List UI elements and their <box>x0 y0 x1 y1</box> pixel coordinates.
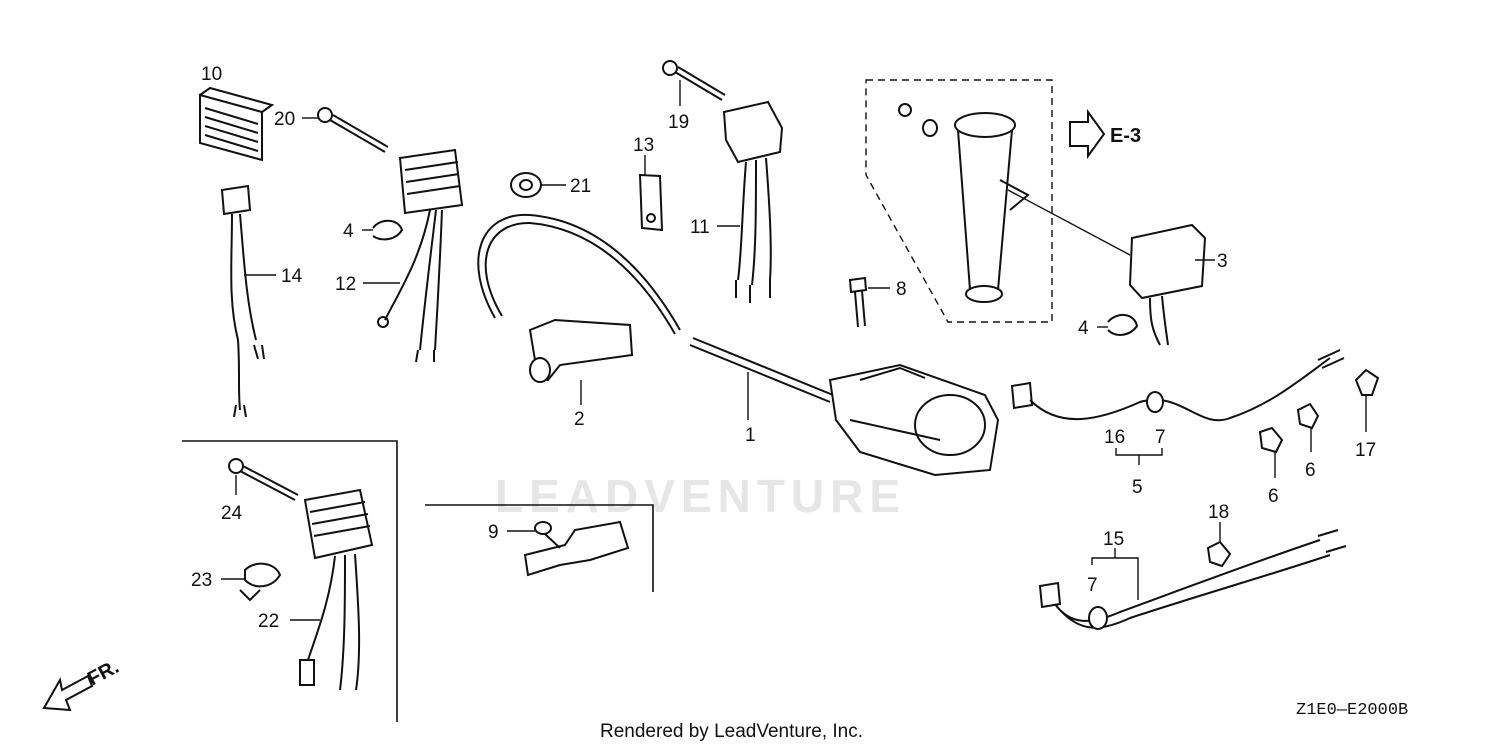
callout-7-lower: 7 <box>1087 575 1098 596</box>
part-19-bolt[interactable] <box>662 60 726 101</box>
part-4-clamp-upper[interactable] <box>372 219 404 241</box>
footer-credit: Rendered by LeadVenture, Inc. <box>600 721 863 742</box>
callout-4-lower: 4 <box>1078 318 1089 339</box>
drawing-code: Z1E0—E2000B <box>1296 701 1408 720</box>
callout-11: 11 <box>690 217 710 238</box>
frame-dashed-inset <box>865 79 1053 323</box>
part-23-clamp[interactable] <box>239 562 282 602</box>
part-16-harness[interactable] <box>1010 349 1345 422</box>
part-3-oil-alert[interactable] <box>1007 189 1207 346</box>
callout-21: 21 <box>570 176 591 197</box>
part-18-clip[interactable] <box>1206 540 1232 568</box>
callout-6-a: 6 <box>1268 486 1279 507</box>
frame-lower-mid <box>425 504 654 592</box>
callout-10: 10 <box>201 64 222 85</box>
callout-2: 2 <box>574 409 585 430</box>
callout-6-b: 6 <box>1305 460 1316 481</box>
callout-9: 9 <box>488 522 499 543</box>
part-21-grommet[interactable] <box>510 172 542 198</box>
part-10-regulator[interactable] <box>199 86 275 162</box>
part-13-plate[interactable] <box>638 173 664 232</box>
part-15-harness[interactable] <box>1038 529 1347 630</box>
reference-arrow-e3[interactable]: E-3 <box>1069 108 1141 160</box>
bracket-15 <box>1091 557 1139 565</box>
part-14-sub-harness[interactable] <box>220 184 265 418</box>
part-4-clamp-lower[interactable] <box>1107 314 1139 336</box>
callout-17: 17 <box>1355 440 1376 461</box>
callout-22: 22 <box>258 611 279 632</box>
part-11-switch[interactable] <box>722 100 784 303</box>
watermark: LEADVENTURE <box>495 470 906 522</box>
callout-7-upper: 7 <box>1155 427 1166 448</box>
part-12-rectifier[interactable] <box>377 148 464 363</box>
reference-label: E-3 <box>1110 125 1141 147</box>
part-9-spark-plug[interactable] <box>523 520 630 577</box>
callout-3: 3 <box>1217 251 1228 272</box>
part-17-clip[interactable] <box>1354 368 1380 396</box>
callout-23: 23 <box>191 570 212 591</box>
callout-20: 20 <box>274 109 295 130</box>
part-6-clip-b[interactable] <box>1296 402 1320 430</box>
part-2-plug-cap[interactable] <box>477 213 681 383</box>
callout-15: 15 <box>1103 529 1124 550</box>
part-22-rectifier[interactable] <box>299 488 374 691</box>
callout-12: 12 <box>335 274 356 295</box>
inset-filler-tube <box>898 103 1030 303</box>
part-6-clip-a[interactable] <box>1258 426 1284 454</box>
callout-4-upper: 4 <box>343 221 354 242</box>
callout-18: 18 <box>1208 502 1229 523</box>
frame-lower-left <box>182 440 398 722</box>
callout-labels: 1 2 3 4 4 5 6 6 7 7 8 9 10 11 12 13 14 1… <box>191 64 1376 632</box>
callout-16: 16 <box>1104 427 1125 448</box>
callout-13: 13 <box>633 135 654 156</box>
callout-19: 19 <box>668 112 689 133</box>
callout-8: 8 <box>896 279 907 300</box>
part-8-bolt[interactable] <box>848 276 868 328</box>
callout-1: 1 <box>745 425 756 446</box>
callout-14: 14 <box>281 266 303 287</box>
part-24-bolt[interactable] <box>228 458 299 501</box>
part-1-ignition-coil[interactable] <box>689 337 1000 477</box>
bracket-5 <box>1115 448 1163 456</box>
front-direction-arrow: FR. <box>42 656 123 712</box>
part-20-bolt[interactable] <box>317 107 389 153</box>
callout-24: 24 <box>221 503 243 524</box>
callout-5: 5 <box>1132 477 1143 498</box>
